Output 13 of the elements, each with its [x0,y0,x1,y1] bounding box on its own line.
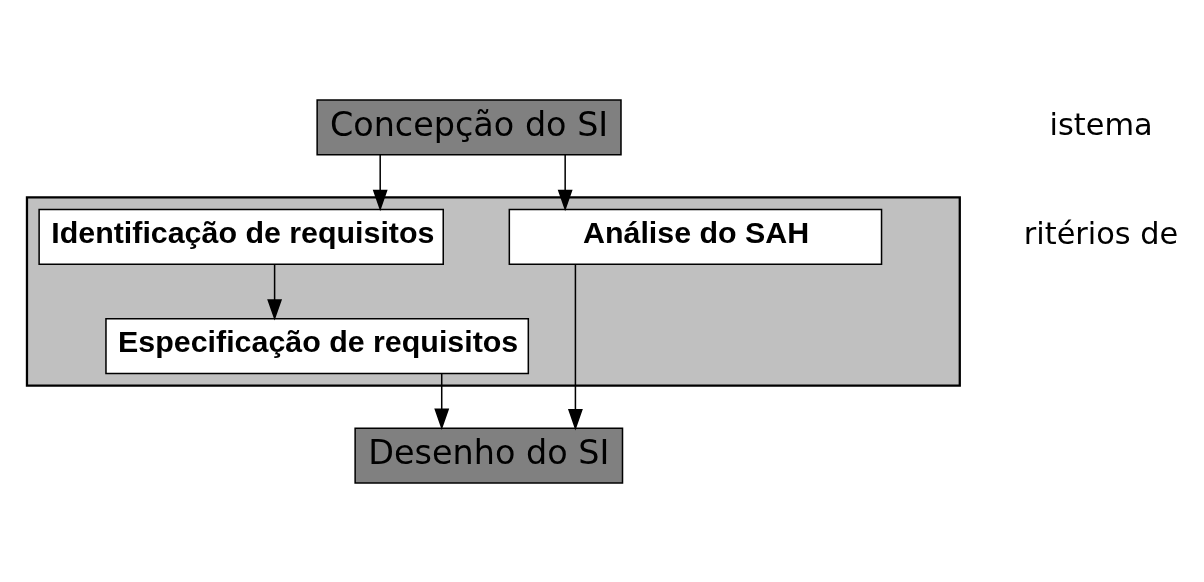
arrow [372,153,388,211]
node-box: Desenho do SI [354,426,624,484]
arrow [567,263,583,430]
arrow [434,372,450,430]
node-box: Especificação de requisitos [105,317,530,374]
label: istema [1049,106,1153,142]
node-box: Análise do SAH [508,208,883,265]
arrow [267,263,283,321]
cluster [25,195,961,387]
node-box: Concepção do SI [316,98,622,156]
node-box: Identificação de requisitos [38,208,444,265]
arrow [557,153,573,211]
label: ritérios de [1023,215,1179,251]
